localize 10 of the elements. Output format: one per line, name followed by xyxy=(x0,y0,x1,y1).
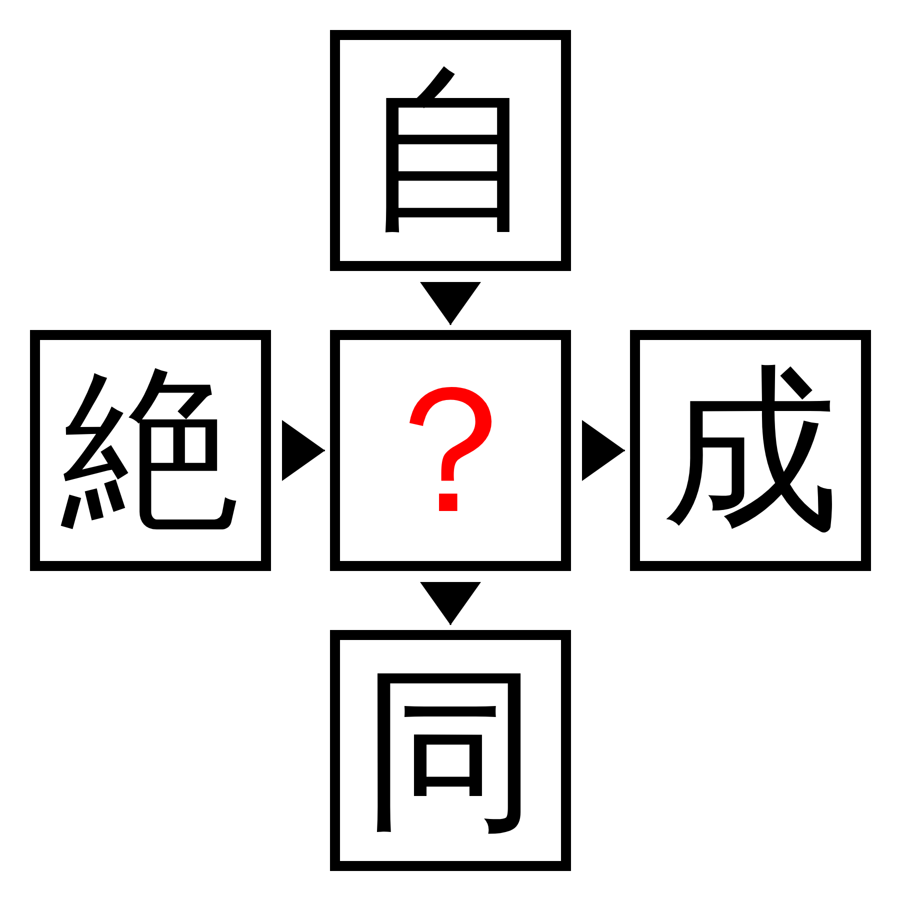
character-box xyxy=(330,630,571,871)
kanji-character: 成 xyxy=(662,362,840,540)
kanji-character: 絶 xyxy=(62,362,240,540)
kanji-character: 自 xyxy=(362,62,540,240)
character-box xyxy=(330,30,571,271)
character-box xyxy=(630,330,871,571)
kanji-character: 同 xyxy=(362,662,540,840)
question-mark: ？ xyxy=(362,362,540,540)
question-box xyxy=(330,330,571,571)
character-box xyxy=(30,330,271,571)
